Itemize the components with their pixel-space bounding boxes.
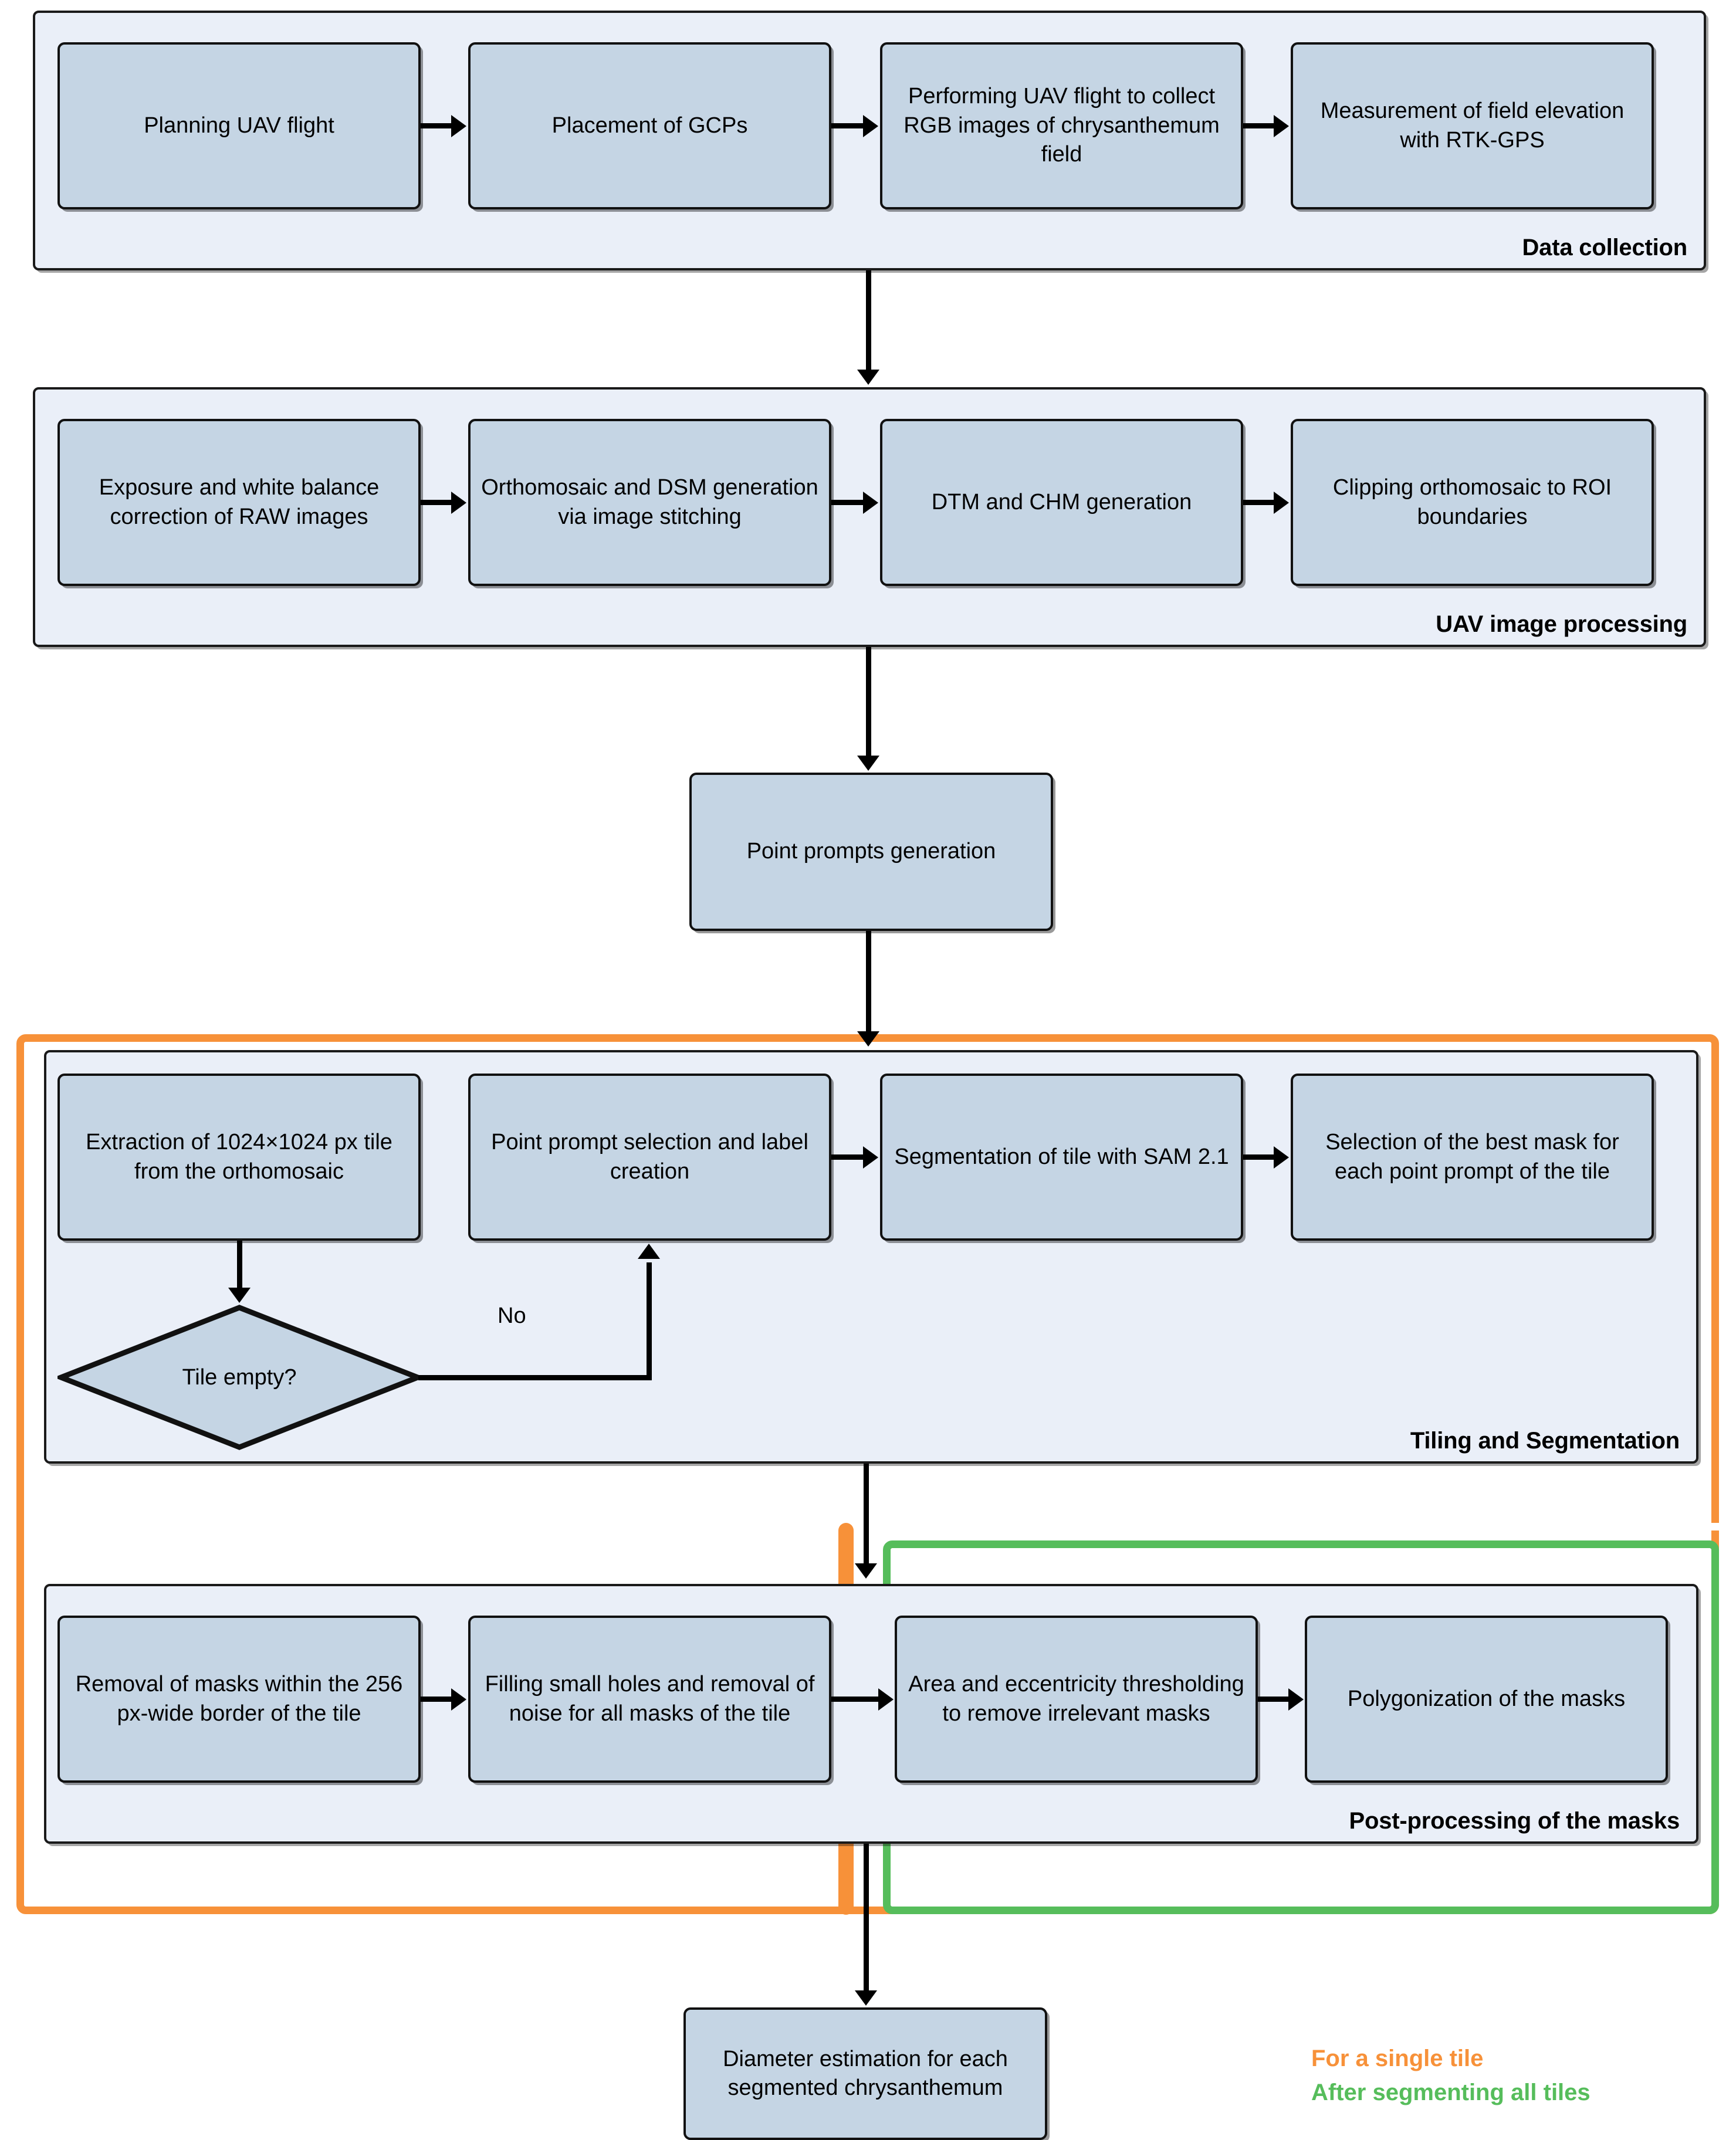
arrowhead-s3-b [1274, 1146, 1289, 1169]
box-planning-uav-flight[interactable]: Planning UAV flight [57, 42, 421, 209]
arrowhead-s4-c [1288, 1688, 1304, 1711]
arrowhead-s1-c [1274, 115, 1289, 137]
box-polygonization-of-masks[interactable]: Polygonization of the masks [1305, 1616, 1668, 1783]
arrowhead-no-branch [638, 1244, 660, 1259]
scope-orange-notch-mask [846, 1523, 1732, 1530]
box-performing-uav-flight[interactable]: Performing UAV flight to collect RGB ima… [880, 42, 1243, 209]
legend-item-single-tile: For a single tile [1311, 2046, 1484, 2071]
box-diameter-estimation[interactable]: Diameter estimation for each segmented c… [683, 2007, 1047, 2140]
connector-s2-b [831, 500, 864, 505]
connector-s2-a [421, 500, 452, 505]
diamond-shape-icon [57, 1305, 421, 1450]
legend-item-all-tiles: After segmenting all tiles [1311, 2080, 1591, 2105]
box-placement-of-gcps[interactable]: Placement of GCPs [468, 42, 831, 209]
connector-s1-c [1243, 123, 1275, 128]
arrowhead-prompts-to-tiling [857, 1031, 879, 1047]
connector-prompts-to-tiling [866, 931, 871, 1039]
section-label-uav-image-processing: UAV image processing [1436, 611, 1687, 637]
arrowhead-s4-b [878, 1688, 894, 1711]
box-clipping-orthomosaic[interactable]: Clipping orthomosaic to ROI boundaries [1291, 419, 1654, 586]
arrowhead-s3-to-s4 [855, 1563, 877, 1579]
arrowhead-s2-b [863, 492, 878, 514]
box-point-prompt-selection[interactable]: Point prompt selection and label creatio… [468, 1074, 831, 1241]
connector-s4-to-diameter [864, 1844, 869, 1996]
section-label-data-collection: Data collection [1522, 235, 1687, 260]
box-measurement-field-elevation[interactable]: Measurement of field elevation with RTK-… [1291, 42, 1654, 209]
connector-no-horizontal [418, 1375, 652, 1380]
legend: For a single tile After segmenting all t… [1311, 2041, 1591, 2109]
connector-s4-c [1258, 1697, 1290, 1702]
box-extraction-of-tile[interactable]: Extraction of 1024×1024 px tile from the… [57, 1074, 421, 1241]
box-removal-of-masks-border[interactable]: Removal of masks within the 256 px-wide … [57, 1616, 421, 1783]
connector-extraction-to-decision [237, 1241, 242, 1295]
connector-s2-c [1243, 500, 1275, 505]
box-filling-holes-noise[interactable]: Filling small holes and removal of noise… [468, 1616, 831, 1783]
connector-s3-to-s4 [864, 1464, 869, 1572]
arrowhead-s4-a [451, 1688, 466, 1711]
connector-s1-a [421, 123, 452, 128]
section-label-post-processing: Post-processing of the masks [1349, 1808, 1680, 1834]
arrowhead-s4-to-diameter [855, 1990, 877, 2006]
box-dtm-chm-generation[interactable]: DTM and CHM generation [880, 419, 1243, 586]
section-label-tiling-and-segmentation: Tiling and Segmentation [1410, 1428, 1680, 1454]
edge-label-no: No [498, 1303, 526, 1328]
connector-s3-b [1243, 1154, 1275, 1160]
connector-no-vertical [647, 1262, 652, 1378]
connector-s2-to-prompts [866, 647, 871, 761]
decision-label: Tile empty? [182, 1364, 297, 1390]
box-orthomosaic-dsm-generation[interactable]: Orthomosaic and DSM generation via image… [468, 419, 831, 586]
box-selection-best-mask[interactable]: Selection of the best mask for each poin… [1291, 1074, 1654, 1241]
connector-s4-a [421, 1697, 452, 1702]
arrowhead-s2-a [451, 492, 466, 514]
decision-tile-empty[interactable]: Tile empty? [57, 1304, 421, 1451]
connector-s1-b [831, 123, 864, 128]
arrowhead-s1-to-s2 [857, 370, 879, 385]
arrowhead-s1-b [863, 115, 878, 137]
connector-s3-a [831, 1154, 864, 1160]
connector-s4-b [831, 1697, 879, 1702]
arrowhead-extraction-to-decision [228, 1288, 251, 1303]
box-exposure-white-balance[interactable]: Exposure and white balance correction of… [57, 419, 421, 586]
arrowhead-s2-c [1274, 492, 1289, 514]
box-segmentation-with-sam[interactable]: Segmentation of tile with SAM 2.1 [880, 1074, 1243, 1241]
arrowhead-s1-a [451, 115, 466, 137]
connector-s1-to-s2 [866, 270, 871, 376]
box-area-eccentricity-thresholding[interactable]: Area and eccentricity thresholding to re… [895, 1616, 1258, 1783]
box-point-prompts-generation[interactable]: Point prompts generation [689, 773, 1053, 931]
arrowhead-s3-a [863, 1146, 878, 1169]
arrowhead-s2-to-prompts [857, 756, 879, 771]
